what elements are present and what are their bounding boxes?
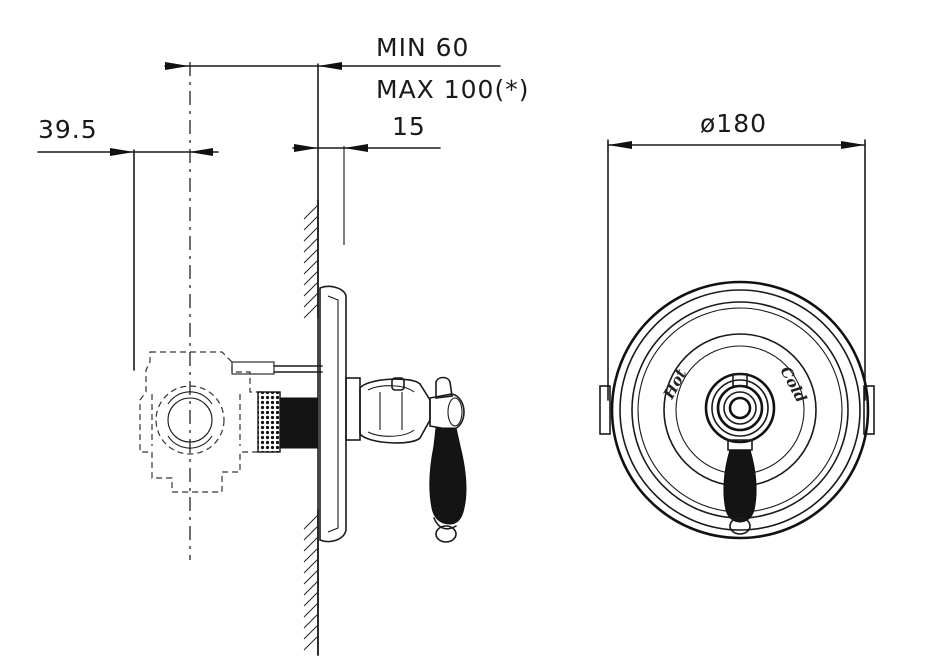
wall <box>303 199 319 656</box>
left-offset-dimension: 39.5 <box>37 115 219 156</box>
depth-dimension: MIN 60 MAX 100(*) <box>164 33 529 104</box>
min-depth-label: MIN 60 <box>376 33 469 62</box>
diameter-label: ø180 <box>700 109 767 138</box>
left-offset-label: 39.5 <box>38 115 98 144</box>
valve-body <box>139 351 263 493</box>
side-view: MIN 60 MAX 100(*) 39.5 15 <box>37 33 529 656</box>
diameter-dimension: ø180 <box>607 109 866 401</box>
cartridge <box>257 391 319 453</box>
front-hub <box>704 372 776 444</box>
plate-depth-label: 15 <box>392 112 426 141</box>
escutcheon-side <box>319 285 347 543</box>
stem-rod <box>231 361 323 375</box>
hot-marking: Hot <box>659 366 690 403</box>
plate-depth-dimension: 15 <box>292 112 441 152</box>
lever-handle <box>429 427 467 525</box>
front-view: ø180 Hot Cold <box>599 109 875 540</box>
max-depth-label: MAX 100(*) <box>376 75 529 104</box>
front-lever <box>723 439 757 535</box>
handle-assembly <box>345 376 467 543</box>
